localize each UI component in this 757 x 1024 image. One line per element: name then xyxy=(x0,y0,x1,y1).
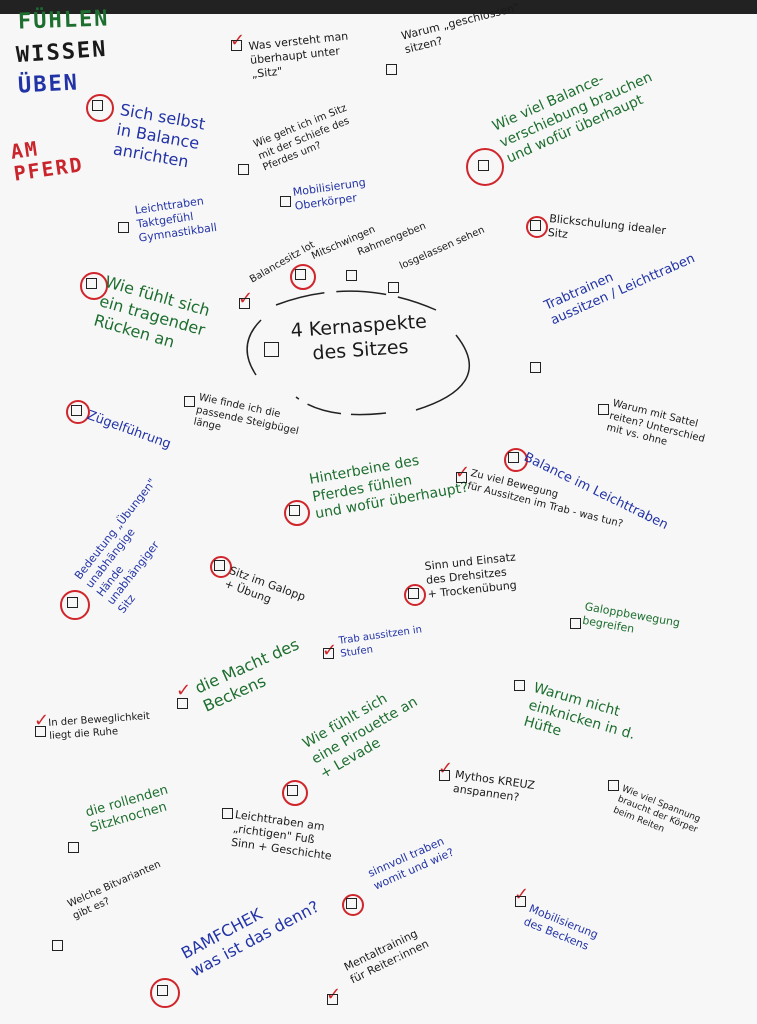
checkbox[interactable] xyxy=(71,405,82,416)
checkbox[interactable] xyxy=(514,680,525,691)
checkbox[interactable] xyxy=(214,560,225,571)
top-edge-shadow xyxy=(0,0,757,14)
check-circle xyxy=(526,216,548,238)
title-am-pferd: AM PFERD xyxy=(9,136,86,186)
paper-sheet xyxy=(0,14,757,1024)
checkbox[interactable] xyxy=(231,40,242,51)
checkbox[interactable] xyxy=(239,298,250,309)
checkbox[interactable] xyxy=(439,770,450,781)
checkbox[interactable] xyxy=(456,472,467,483)
check-circle xyxy=(86,94,114,122)
check-circle xyxy=(60,590,90,620)
check-mark: ✓ xyxy=(34,710,50,731)
title-ueben: ÜBEN xyxy=(17,70,80,99)
check-circle xyxy=(210,556,232,578)
checkbox[interactable] xyxy=(346,898,357,909)
checkbox[interactable] xyxy=(157,985,168,996)
check-mark: ✓ xyxy=(176,680,192,701)
center-checkbox[interactable] xyxy=(264,342,279,357)
check-circle xyxy=(342,894,364,916)
checkbox[interactable] xyxy=(222,808,233,819)
check-circle xyxy=(284,500,310,526)
check-circle xyxy=(504,448,528,472)
checkbox[interactable] xyxy=(508,452,519,463)
checkbox[interactable] xyxy=(388,282,399,293)
checkbox[interactable] xyxy=(52,940,63,951)
check-circle xyxy=(66,400,90,424)
checkbox[interactable] xyxy=(238,164,249,175)
check-circle xyxy=(466,148,504,186)
checkbox[interactable] xyxy=(67,597,78,608)
check-circle xyxy=(404,584,426,606)
checkbox[interactable] xyxy=(478,160,489,171)
checkbox[interactable] xyxy=(408,588,419,599)
checkbox[interactable] xyxy=(323,648,334,659)
check-circle xyxy=(80,272,108,300)
checkbox[interactable] xyxy=(92,100,103,111)
checkbox[interactable] xyxy=(287,785,298,796)
checkbox[interactable] xyxy=(289,505,300,516)
checkbox[interactable] xyxy=(86,278,97,289)
checkbox[interactable] xyxy=(515,896,526,907)
checkbox[interactable] xyxy=(530,220,541,231)
checkbox[interactable] xyxy=(184,396,195,407)
check-circle xyxy=(150,978,180,1008)
checkbox[interactable] xyxy=(177,698,188,709)
checkbox[interactable] xyxy=(280,196,291,207)
center-ellipse xyxy=(246,290,471,416)
checkbox[interactable] xyxy=(35,726,46,737)
checkbox[interactable] xyxy=(346,270,357,281)
checkbox[interactable] xyxy=(327,994,338,1005)
checkbox[interactable] xyxy=(68,842,79,853)
check-circle xyxy=(290,264,316,290)
checkbox[interactable] xyxy=(530,362,541,373)
title-fuehlen: FÜHLEN xyxy=(17,6,110,35)
checkbox[interactable] xyxy=(295,269,306,280)
checkbox[interactable] xyxy=(598,404,609,415)
center-label: 4 Kernaspekte des Sitzes xyxy=(290,310,428,365)
checkbox[interactable] xyxy=(118,222,129,233)
check-circle xyxy=(282,780,308,806)
checkbox[interactable] xyxy=(608,780,619,791)
checkbox[interactable] xyxy=(570,618,581,629)
checkbox[interactable] xyxy=(386,64,397,75)
